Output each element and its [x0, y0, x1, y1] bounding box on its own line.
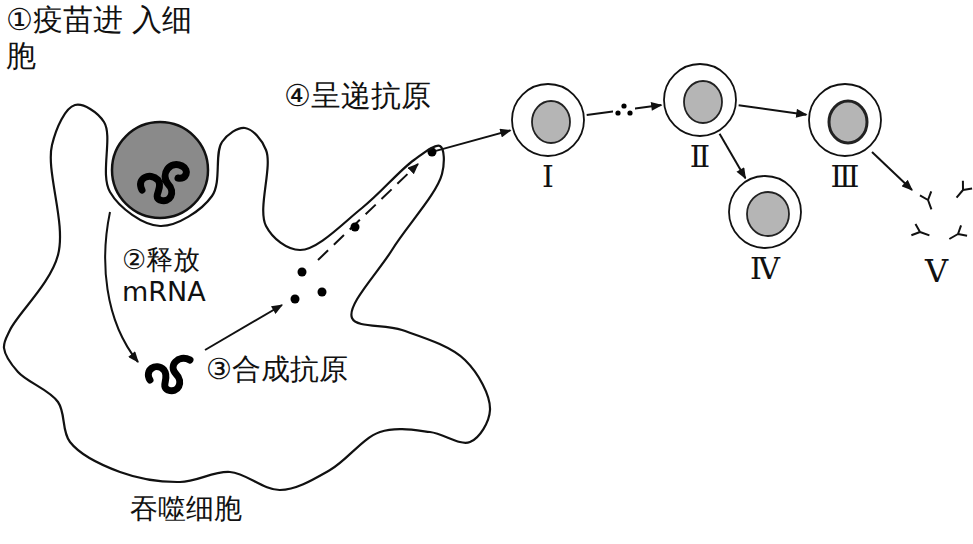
antibody	[946, 225, 967, 244]
cell-numeral: Ⅲ	[805, 160, 885, 195]
cell-numeral: Ⅳ	[725, 252, 805, 287]
cell-body	[725, 174, 805, 252]
antigen-dot	[291, 295, 300, 304]
nucleus	[747, 192, 789, 236]
immune-cell: Ⅳ	[725, 174, 805, 287]
step-label: ②释放 mRNA	[122, 244, 232, 309]
cell-membrane	[4, 105, 490, 490]
released-mrna	[148, 358, 190, 390]
antibody	[911, 224, 931, 241]
cell-name: 吞噬细胞	[130, 493, 242, 525]
antigen-dot	[298, 268, 307, 277]
arrow-connector	[739, 105, 807, 114]
transport-line	[318, 164, 418, 260]
arrow-connector	[436, 130, 511, 151]
nucleus	[532, 101, 570, 143]
step-label: ③合成抗原	[206, 352, 348, 387]
phagocyte-outline	[0, 95, 500, 540]
cell-numeral: Ⅱ	[660, 140, 740, 175]
arrow-connector	[720, 134, 746, 179]
cell-body	[805, 82, 885, 160]
cell-numeral: Ⅰ	[508, 160, 588, 195]
immune-cell: Ⅰ	[508, 82, 588, 195]
immune-cell: Ⅱ	[660, 62, 740, 175]
cell-membrane	[664, 64, 736, 136]
nucleus	[684, 81, 722, 123]
immune-cell: Ⅲ	[805, 82, 885, 195]
phagocyte: 吞噬细胞	[0, 95, 500, 540]
step-label: ①疫苗进 入细胞	[6, 2, 206, 74]
mrna-in-vesicle	[141, 165, 187, 201]
cell-membrane	[809, 84, 881, 156]
nucleus	[829, 101, 867, 143]
vaccine-vesicle	[112, 122, 208, 218]
cell-body	[660, 62, 740, 140]
antigen-dot	[351, 223, 360, 232]
cell-body	[508, 82, 588, 160]
antigen-dots	[613, 101, 635, 119]
antibody-numeral: Ⅴ	[925, 252, 948, 290]
cell-membrane	[512, 84, 584, 156]
antigen-dot	[318, 288, 327, 297]
step-label: ④呈递抗原	[284, 78, 431, 114]
cell-membrane	[729, 176, 801, 248]
synthesis-arrow	[205, 305, 282, 350]
antibody	[952, 181, 972, 202]
antibody	[920, 191, 937, 211]
secretion-arrow	[872, 152, 912, 190]
